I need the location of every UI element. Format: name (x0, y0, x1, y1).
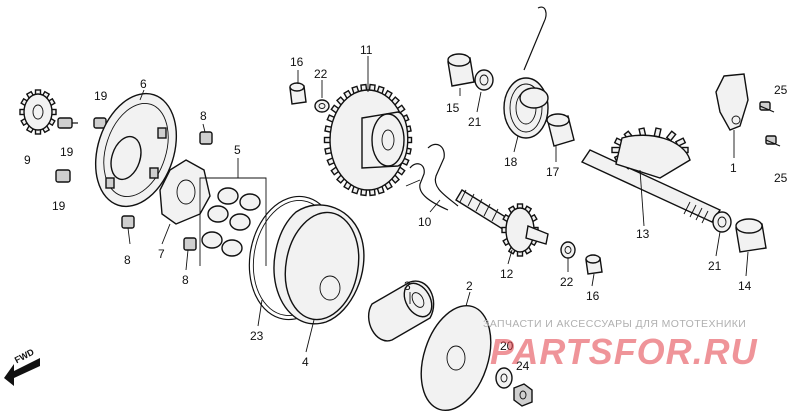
label-part-21-low: 21 (708, 259, 722, 273)
part-25-bolt-low (765, 135, 781, 147)
part-9-small-gear (19, 89, 57, 135)
label-part-4: 4 (302, 355, 309, 369)
part-11-sprocket (323, 83, 413, 197)
part-8-slider-top (199, 131, 213, 145)
part-12-worm-shaft (455, 189, 549, 257)
part-13-kick-shaft (580, 127, 722, 224)
label-part-8-top: 8 (200, 109, 207, 123)
label-part-21-top: 21 (468, 115, 482, 129)
label-part-18: 18 (504, 155, 518, 169)
part-25-bolt-top (759, 101, 775, 113)
part-15-bushing (447, 53, 475, 87)
part-16-collar-low (585, 254, 603, 275)
part-1-bracket (715, 73, 749, 131)
part-16-collar-top (289, 82, 307, 105)
label-part-19-mid: 19 (60, 145, 74, 159)
part-19-bolt-low (55, 169, 71, 183)
label-part-23: 23 (250, 329, 264, 343)
part-21-washer-low (712, 211, 732, 233)
part-18-spiral-spring (503, 6, 549, 139)
label-part-5: 5 (234, 143, 241, 157)
label-part-7: 7 (158, 247, 165, 261)
part-17-bushing (546, 113, 575, 147)
label-part-15: 15 (446, 101, 460, 115)
part-22-washer-low (560, 241, 576, 259)
part-19-bolt-mid (57, 117, 78, 129)
part-3-sleeve (367, 280, 435, 342)
label-part-24: 24 (516, 359, 530, 373)
label-part-10: 10 (418, 215, 432, 229)
label-part-8-left: 8 (124, 253, 131, 267)
part-number-labels: 6 19 19 19 9 8 5 7 8 8 23 4 16 22 11 10 … (24, 43, 788, 373)
forward-arrow-icon (4, 358, 40, 386)
label-part-14: 14 (738, 279, 752, 293)
part-5-weight-rollers (199, 177, 267, 266)
part-14-bushing (735, 218, 767, 253)
label-part-3: 3 (404, 279, 411, 293)
part-22-washer-top (314, 99, 330, 113)
label-part-8-low: 8 (182, 273, 189, 287)
label-part-20: 20 (500, 339, 514, 353)
watermark-subtitle: ЗАПЧАСТИ И АКСЕССУАРЫ ДЛЯ МОТОТЕХНИКИ (483, 318, 747, 330)
label-part-19-low: 19 (52, 199, 66, 213)
part-10-fork-spring (405, 143, 459, 211)
label-part-9: 9 (24, 153, 31, 167)
label-part-2: 2 (466, 279, 473, 293)
part-2-movable-face (420, 304, 492, 412)
label-part-16-low: 16 (586, 289, 600, 303)
label-part-6: 6 (140, 77, 147, 91)
gear-tooth (665, 130, 677, 142)
part-20-washer (495, 367, 513, 389)
part-7-star-plate (159, 159, 211, 225)
leader-lines (127, 56, 749, 353)
label-part-19-top: 19 (94, 89, 108, 103)
part-8-slider-low (183, 237, 197, 251)
label-part-17: 17 (546, 165, 560, 179)
part-24-nut (513, 383, 533, 407)
label-part-13: 13 (636, 227, 650, 241)
watermark-logo: PARTSFOR.RU (490, 331, 758, 372)
label-part-11: 11 (360, 43, 373, 57)
label-part-22-top: 22 (314, 67, 328, 81)
label-part-25-low: 25 (774, 171, 788, 185)
part-21-washer-top (474, 69, 494, 91)
part-8-slider-left (121, 215, 135, 229)
part-6-ramp-plate (94, 92, 178, 208)
label-part-16-top: 16 (290, 55, 304, 69)
label-part-22-low: 22 (560, 275, 574, 289)
label-part-12: 12 (500, 267, 514, 281)
label-part-1: 1 (730, 161, 737, 175)
label-part-25-top: 25 (774, 83, 788, 97)
part-4-drive-face (273, 204, 365, 325)
